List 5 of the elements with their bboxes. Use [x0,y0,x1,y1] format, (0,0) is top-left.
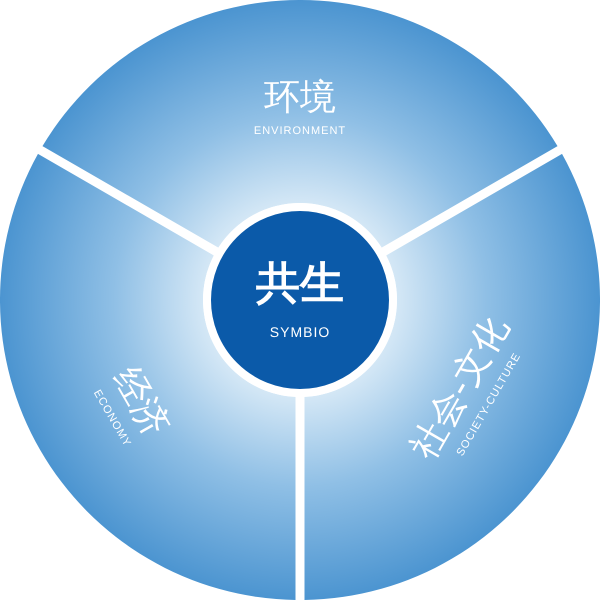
pie-sector [42,0,558,248]
sector-subtitle: ENVIRONMENT [254,124,346,138]
center-subtitle: SYMBIO [270,324,330,340]
sector-title: 环境 [264,78,336,118]
center-title: 共生 [256,260,344,308]
